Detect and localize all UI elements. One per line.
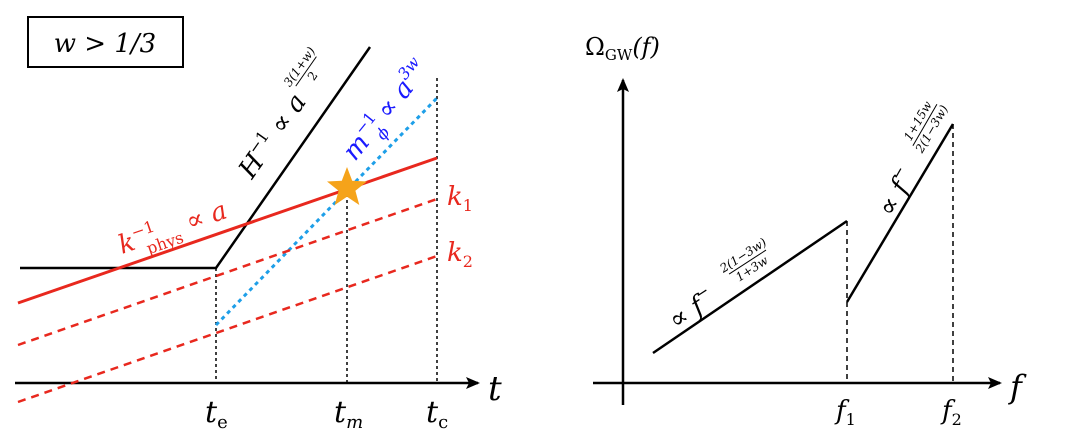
k2-dashed-line: [17, 254, 438, 404]
svg-text:2: 2: [305, 69, 321, 83]
tick-f1: f1: [834, 396, 856, 429]
svg-text:k−1phys ∝ a: k−1phys ∝ a: [114, 193, 233, 267]
hubble-radius-line: [20, 46, 372, 270]
tick-tc: tc: [426, 395, 448, 433]
right-panel: ΩGW(f) f ∝ f− 2(1−3w) 1+3w ∝ f− 1+15w 2(…: [585, 33, 1027, 429]
frequency-axis-label: f: [1008, 368, 1027, 406]
spectrum-segment-high: [845, 123, 955, 303]
kphys-solid-line: [17, 156, 438, 305]
svg-text:3(1+w): 3(1+w): [281, 44, 318, 89]
svg-text:∝ f−: ∝ f−: [661, 281, 721, 336]
regime-label: w > 1/3: [54, 29, 156, 59]
k2-label: k2: [447, 238, 473, 271]
time-axis-label: t: [488, 369, 502, 409]
tick-te: te: [205, 395, 228, 433]
high-slope-label: ∝ f− 1+15w 2(1−3w): [869, 98, 951, 221]
spectrum-segment-low: [652, 219, 848, 355]
kphys-label: k−1phys ∝ a: [114, 193, 233, 267]
k1-dashed-line: [17, 197, 438, 347]
left-panel: w > 1/3 t H−1 ∝ a 3(1+w) 2 m−1ϕ ∝ a3w: [15, 16, 502, 433]
regime-box: [27, 16, 184, 68]
svg-text:H−1 ∝ a: H−1 ∝ a: [230, 87, 313, 185]
mass-inverse-line: [214, 96, 439, 327]
tick-f2: f2: [940, 396, 962, 429]
omega-axis-label: ΩGW(f): [585, 33, 660, 64]
svg-text:∝ f−: ∝ f−: [869, 162, 923, 221]
tick-tm: tm: [334, 395, 363, 433]
low-slope-label: ∝ f− 2(1−3w) 1+3w: [661, 235, 771, 336]
k1-label: k1: [447, 182, 473, 215]
crossing-star: [327, 167, 367, 205]
